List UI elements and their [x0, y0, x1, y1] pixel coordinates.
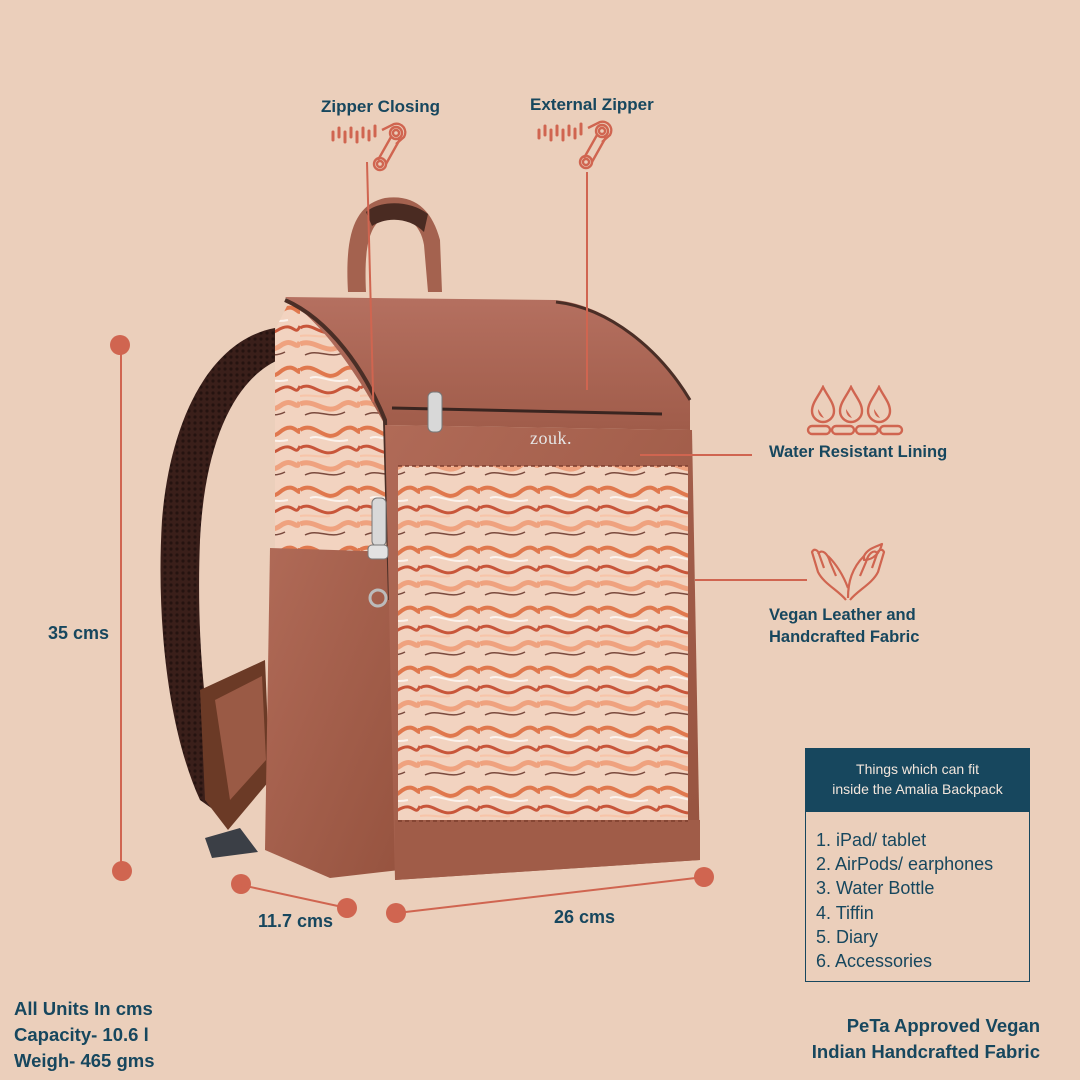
- things-that-fit-box: Things which can fit inside the Amalia B…: [805, 748, 1030, 982]
- fit-item: 6. Accessories: [816, 951, 933, 972]
- external-zipper-title: External Zipper: [530, 95, 654, 114]
- height-dimension-label: 35 cms: [48, 623, 110, 643]
- width-start-marker: [386, 903, 406, 923]
- fit-item: 3. Water Bottle: [816, 878, 935, 899]
- width-end-marker: [694, 867, 714, 887]
- units-note: All Units In cms: [14, 998, 153, 1019]
- vegan-leather-label: Vegan Leather and Handcrafted Fabric: [769, 604, 919, 648]
- depth-start-marker: [231, 874, 251, 894]
- fit-item: 5. Diary: [816, 926, 879, 947]
- tagline-line2: Indian Handcrafted Fabric: [811, 1041, 1040, 1062]
- depth-dimension-label: 11.7 cms: [258, 911, 334, 931]
- vegan-leather-label-line2: Handcrafted Fabric: [769, 628, 920, 646]
- height-bottom-marker: [112, 861, 132, 881]
- brand-logo: zouk.: [530, 428, 572, 448]
- fit-item: 2. AirPods/ earphones: [816, 854, 994, 875]
- fit-box-header: Things which can fit inside the Amalia B…: [806, 749, 1029, 812]
- tagline-line1: PeTa Approved Vegan: [846, 1015, 1040, 1036]
- vegan-leather-label-line1: Vegan Leather and: [769, 606, 916, 624]
- fit-items-list: 1. iPad/ tablet 2. AirPods/ earphones 3.…: [806, 812, 1029, 973]
- zipper-icon: [330, 122, 410, 178]
- fit-box-header-line1: Things which can fit: [856, 761, 979, 777]
- fit-box-header-line2: inside the Amalia Backpack: [832, 781, 1003, 797]
- water-drops-icon: [806, 385, 906, 437]
- backpack-image: zouk.: [150, 190, 710, 890]
- zipper-icon: [536, 120, 616, 176]
- water-resistant-leader-line: [640, 454, 752, 456]
- specs-block: All Units In cms Capacity- 10.6 l Weigh-…: [14, 996, 155, 1074]
- width-dimension-label: 26 cms: [554, 907, 616, 927]
- fit-item: 1. iPad/ tablet: [816, 830, 927, 850]
- zipper-closing-title: Zipper Closing: [321, 97, 440, 116]
- weight-spec: Weigh- 465 gms: [14, 1050, 155, 1071]
- external-zipper-leader-line: [586, 172, 588, 390]
- width-dimension-line: [396, 876, 708, 916]
- backpack-illustration: [160, 197, 700, 880]
- tagline-block: PeTa Approved Vegan Indian Handcrafted F…: [812, 1013, 1040, 1065]
- vegan-leather-leader-line: [695, 579, 807, 581]
- depth-end-marker: [337, 898, 357, 918]
- depth-dimension-line: [240, 884, 350, 910]
- hands-leaf-icon: [808, 542, 888, 602]
- height-dimension-line: [120, 345, 122, 870]
- capacity-spec: Capacity- 10.6 l: [14, 1024, 149, 1045]
- fit-item: 4. Tiffin: [816, 902, 874, 923]
- water-resistant-label: Water Resistant Lining: [769, 443, 948, 461]
